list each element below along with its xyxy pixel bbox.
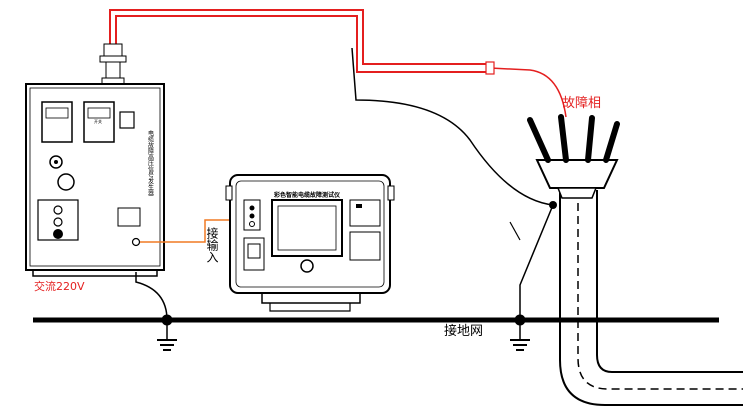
generator-side-title: 电缆故障高压信号发生器	[147, 129, 154, 197]
faulty-phase-label: 故障相	[562, 96, 601, 111]
signal-output-terminal	[131, 237, 141, 247]
black-sheath-wire	[351, 47, 554, 206]
tester-title: 彩色智能电缆故障测试仪	[273, 191, 341, 199]
voltage-meter-window	[41, 101, 73, 143]
sheath-ground-tap	[509, 221, 521, 241]
orange-signal-wire	[140, 219, 252, 243]
current-meter-window	[83, 101, 115, 143]
ac-power-label: 交流220V	[34, 279, 85, 293]
cable	[559, 190, 743, 406]
generator-ground-wire	[135, 272, 168, 321]
cable-fault-tester: 彩色智能电缆故障测试仪	[225, 174, 395, 312]
power-switch	[119, 111, 135, 129]
connect-input-label: 接输入	[205, 226, 219, 263]
tester-knob	[300, 259, 314, 273]
ground-grid-label: 接地网	[444, 323, 483, 339]
tester-keypad	[349, 199, 381, 227]
ground-symbol-right	[510, 314, 530, 351]
cable-termination	[527, 114, 620, 199]
switch-label: 开关	[94, 118, 102, 124]
red-hv-wire	[109, 9, 567, 118]
selector-knob	[57, 173, 75, 191]
sheath-ground-wire	[519, 204, 554, 320]
hv-signal-generator: 电缆故障高压信号发生器 开关	[25, 43, 165, 277]
